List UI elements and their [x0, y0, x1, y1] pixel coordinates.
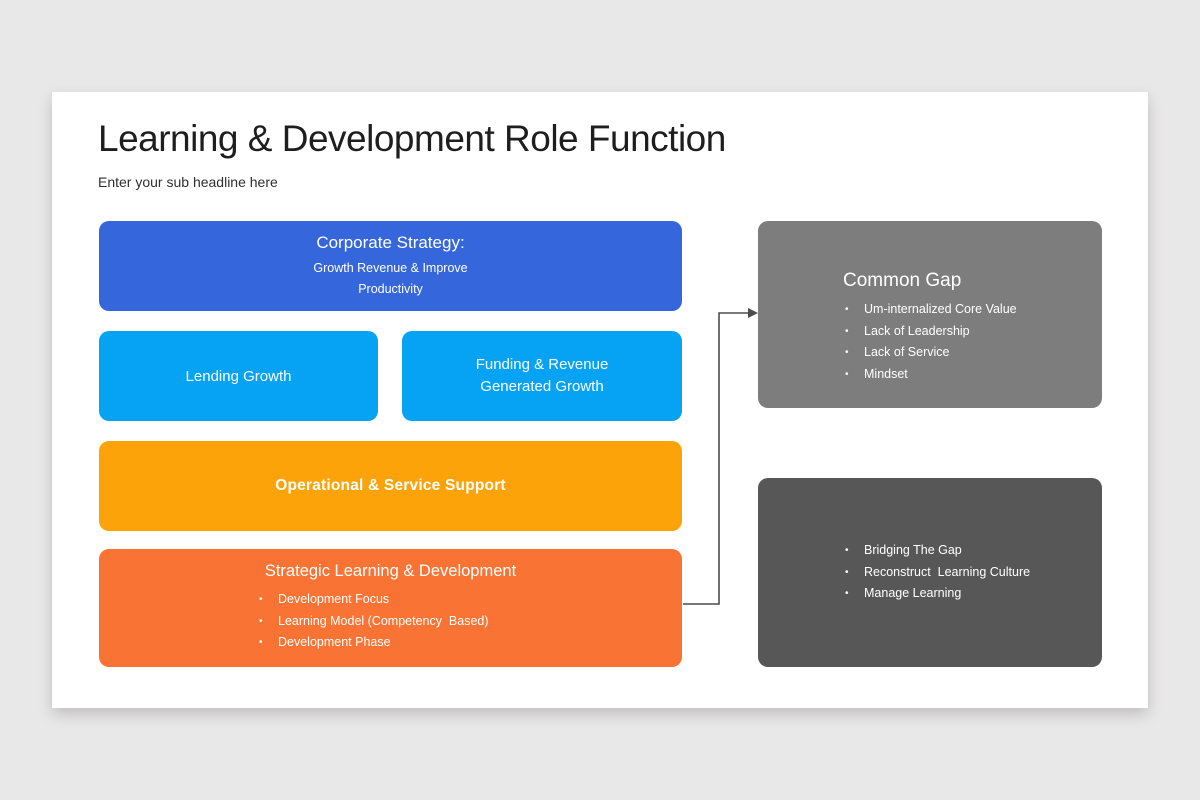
- strategic-learning-box: Strategic Learning & Development Develop…: [99, 549, 682, 667]
- corporate-strategy-box: Corporate Strategy: Growth Revenue & Imp…: [99, 221, 682, 311]
- common-gap-box: Common Gap Um-internalized Core Value La…: [758, 221, 1102, 408]
- list-item: Bridging The Gap: [843, 540, 1102, 562]
- page-subtitle: Enter your sub headline here: [98, 174, 278, 190]
- list-item: Development Focus: [257, 589, 682, 611]
- list-item: Reconstruct Learning Culture: [843, 562, 1102, 584]
- strategic-learning-bullet-list: Development Focus Learning Model (Compet…: [257, 589, 682, 654]
- list-item: Mindset: [843, 364, 1102, 386]
- corporate-strategy-line1: Growth Revenue & Improve: [313, 260, 468, 275]
- bridging-gap-box: Bridging The Gap Reconstruct Learning Cu…: [758, 478, 1102, 667]
- list-item: Learning Model (Competency Based): [257, 611, 682, 633]
- slide-canvas: Learning & Development Role Function Ent…: [52, 92, 1148, 708]
- common-gap-title: Common Gap: [843, 270, 962, 291]
- common-gap-bullet-list: Um-internalized Core Value Lack of Leade…: [843, 299, 1102, 385]
- list-item: Development Phase: [257, 632, 682, 654]
- lending-growth-box: Lending Growth: [99, 331, 378, 421]
- connector-arrow: [683, 308, 758, 605]
- corporate-strategy-line2: Productivity: [358, 281, 423, 296]
- operational-support-box: Operational & Service Support: [99, 441, 682, 531]
- list-item: Lack of Service: [843, 342, 1102, 364]
- corporate-strategy-title: Corporate Strategy:: [316, 232, 465, 252]
- operational-support-label: Operational & Service Support: [275, 477, 506, 494]
- lending-growth-label: Lending Growth: [185, 367, 292, 385]
- list-item: Manage Learning: [843, 583, 1102, 605]
- page-title: Learning & Development Role Function: [98, 118, 726, 159]
- list-item: Lack of Leadership: [843, 321, 1102, 343]
- bridging-gap-bullet-list: Bridging The Gap Reconstruct Learning Cu…: [843, 540, 1102, 605]
- list-item: Um-internalized Core Value: [843, 299, 1102, 321]
- funding-revenue-label: Funding & Revenue Generated Growth: [475, 356, 609, 395]
- funding-revenue-box: Funding & Revenue Generated Growth: [402, 331, 682, 421]
- strategic-learning-title: Strategic Learning & Development: [264, 562, 517, 580]
